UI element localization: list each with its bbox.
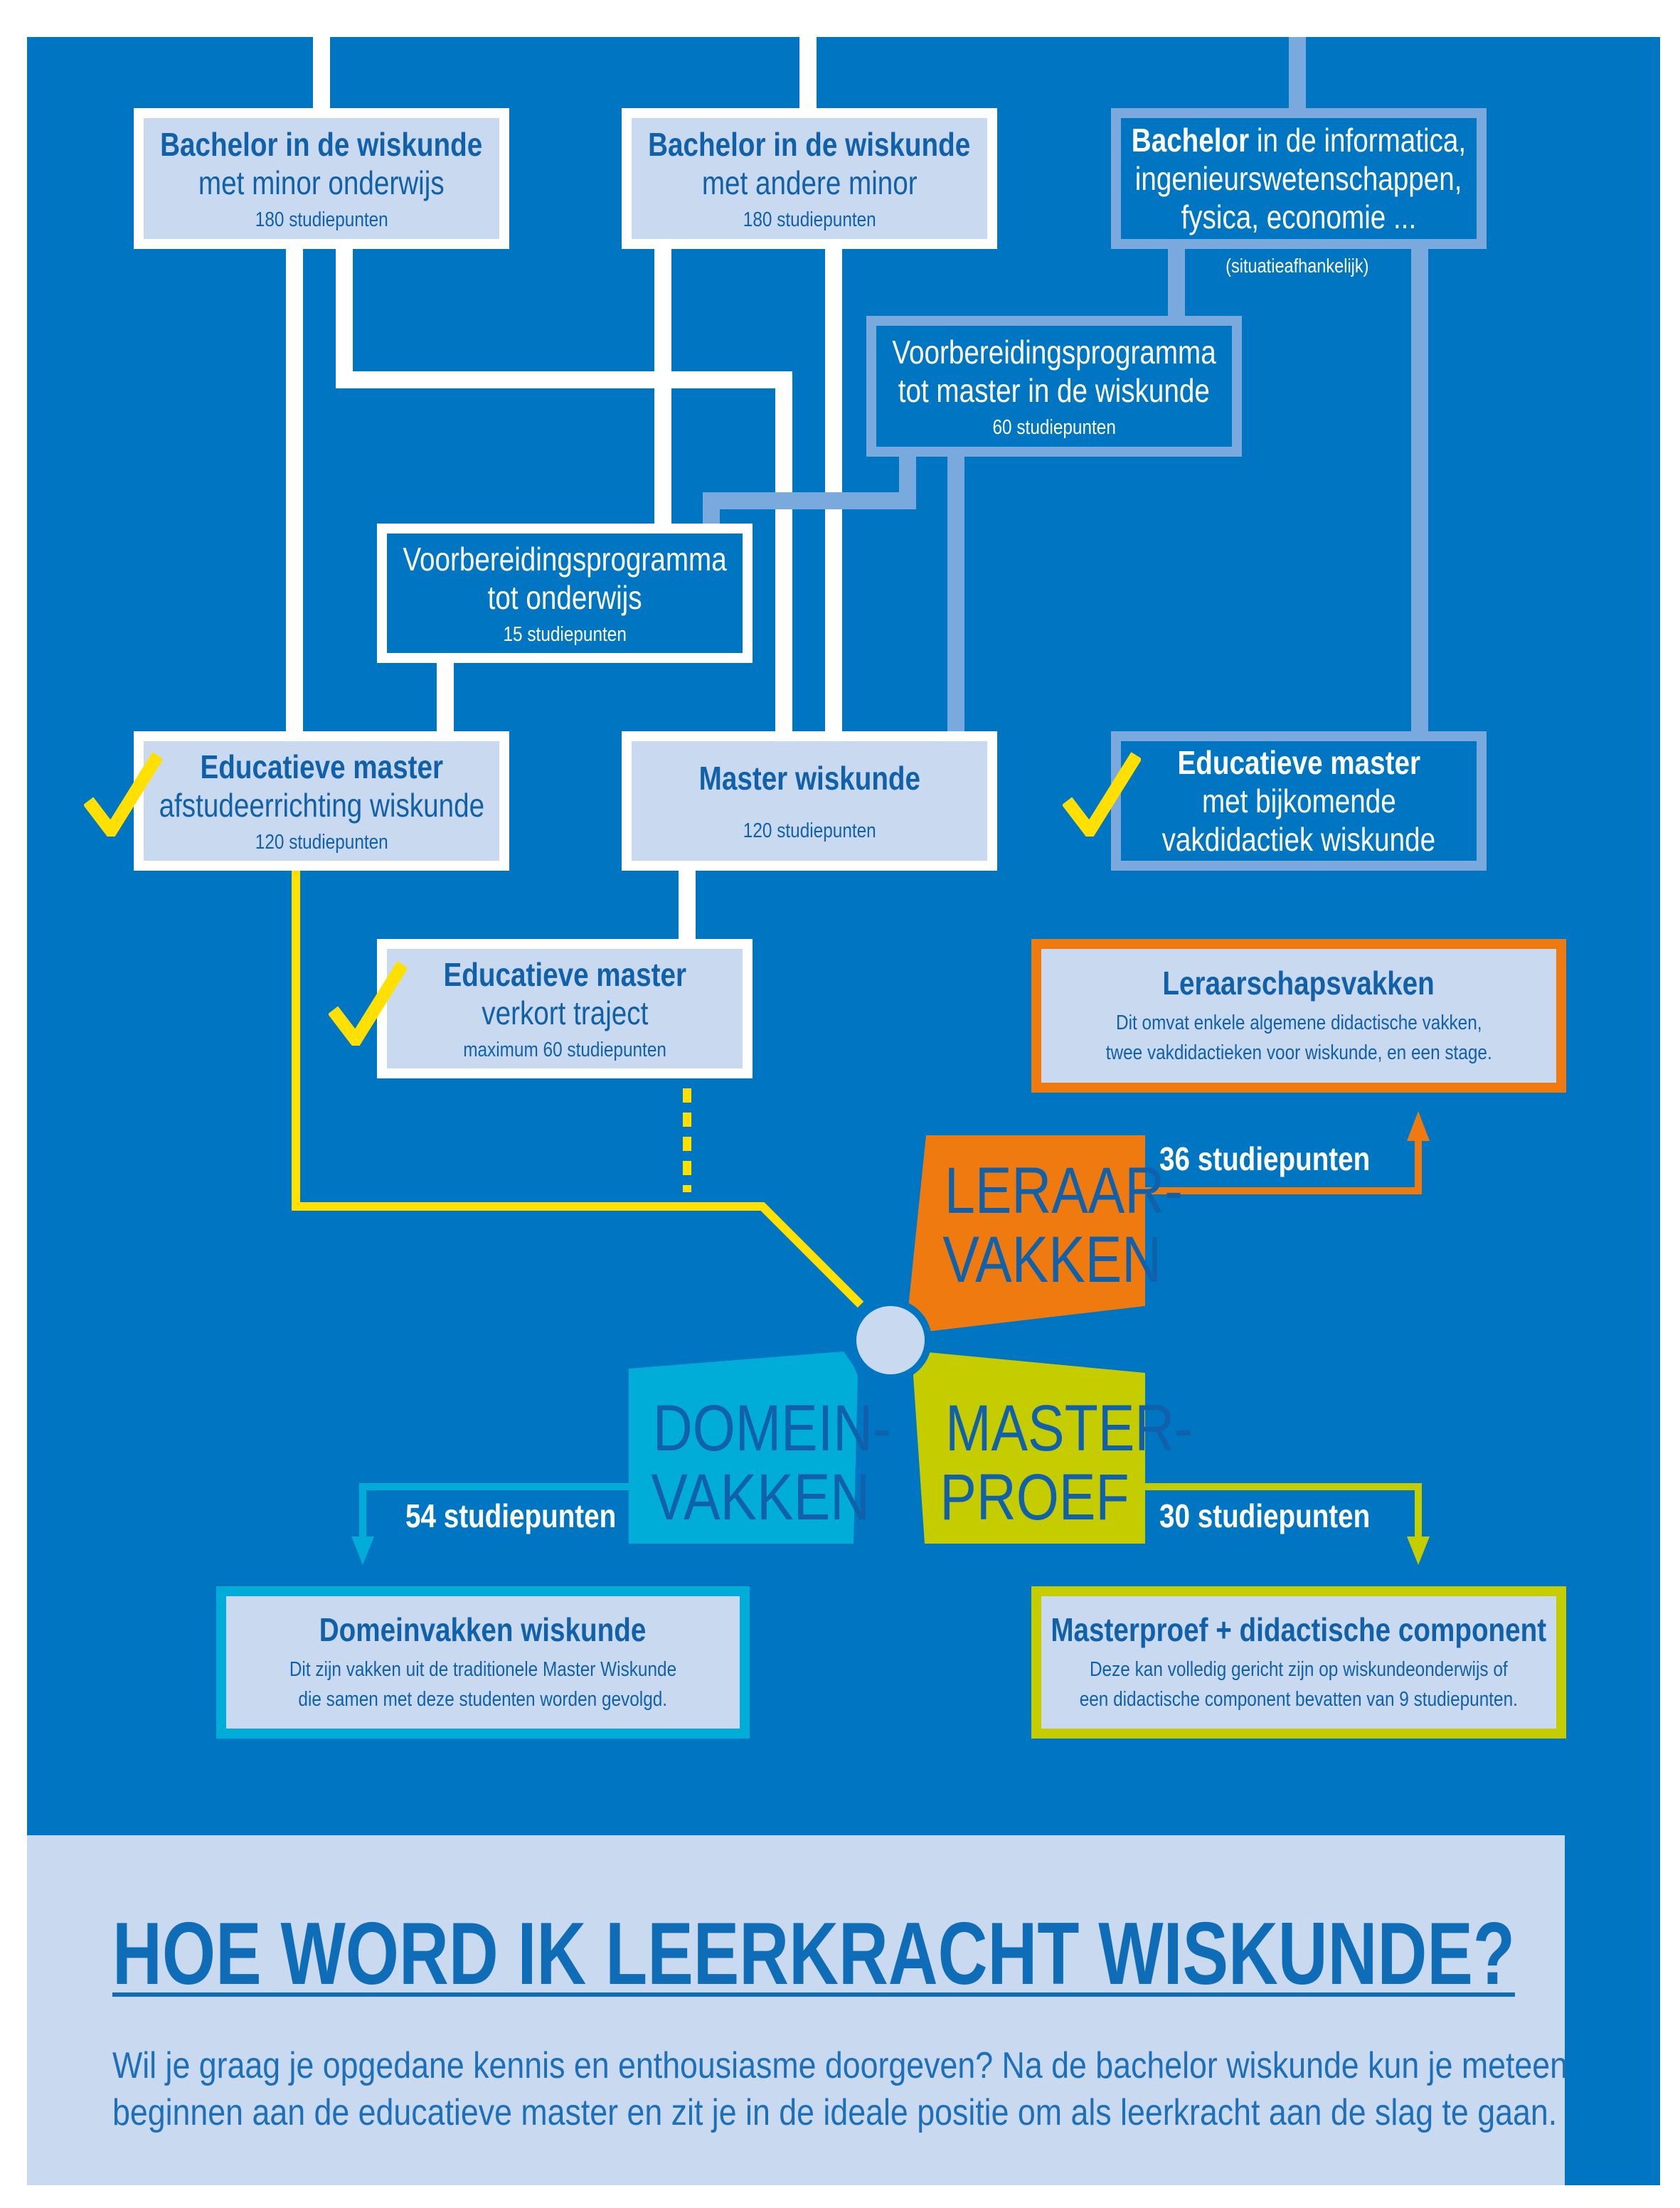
label-line1: LERAAR- bbox=[944, 1155, 1183, 1227]
bachelor-wiskunde-andere-minor-box: Bachelor in de wiskunde met andere minor… bbox=[622, 108, 997, 249]
box-line1: Bachelor in de informatica, bbox=[1132, 121, 1466, 159]
points-text: 30 studiepunten bbox=[1159, 1497, 1371, 1534]
box-title: Educatieve master bbox=[200, 748, 443, 785]
masterproef-box: Masterproef + didactische component Deze… bbox=[1031, 1586, 1566, 1739]
line-v1-v2 bbox=[703, 457, 916, 524]
box-line2: twee vakdidactieken voor wiskunde, en ee… bbox=[1105, 1041, 1492, 1065]
yellow-path bbox=[292, 871, 864, 1308]
note-text: (situatieafhankelijk) bbox=[1226, 255, 1369, 277]
intro-panel bbox=[27, 1835, 1565, 2185]
arrow-leraar bbox=[1145, 1131, 1422, 1194]
domeinvakken-shape bbox=[629, 1352, 858, 1544]
situatieafhankelijk-note: (situatieafhankelijk) bbox=[1155, 255, 1440, 277]
voorbereiding-onderwijs-box: Voorbereidingsprogramma tot onderwijs 15… bbox=[377, 524, 753, 663]
bachelor-wiskunde-minor-onderwijs-box: Bachelor in de wiskunde met minor onderw… bbox=[134, 108, 509, 249]
box-points: 180 studiepunten bbox=[743, 208, 876, 232]
box-subtitle: verkort traject bbox=[481, 994, 649, 1031]
box-points: 120 studiepunten bbox=[743, 819, 876, 843]
masterproef-label: MASTER- PROEF bbox=[922, 1394, 1193, 1534]
box-title-bold: Bachelor bbox=[1131, 121, 1250, 159]
box-subtitle: afstudeerrichting wiskunde bbox=[159, 786, 484, 824]
domeinvakken-box: Domeinvakken wiskunde Dit zijn vakken ui… bbox=[216, 1586, 750, 1739]
box-title-rest: in de informatica, bbox=[1249, 121, 1467, 159]
leraarvakken-shape bbox=[908, 1135, 1145, 1332]
label-line2: VAKKEN bbox=[942, 1223, 1162, 1296]
label-line2: PROEF bbox=[940, 1460, 1129, 1534]
arrow-domein bbox=[359, 1483, 629, 1545]
label-line2: VAKKEN bbox=[651, 1460, 871, 1534]
box-title: Domeinvakken wiskunde bbox=[319, 1610, 647, 1648]
box-line1: Voorbereidingsprogramma bbox=[403, 540, 727, 578]
domeinvakken-label: DOMEIN- VAKKEN bbox=[630, 1394, 890, 1532]
box-line3: vakdidactiek wiskunde bbox=[1161, 821, 1436, 859]
box-title: Bachelor in de wiskunde bbox=[648, 125, 971, 163]
label-line1: MASTER- bbox=[945, 1392, 1193, 1465]
box-title: Leraarschapsvakken bbox=[1162, 964, 1435, 1002]
points-text: 36 studiepunten bbox=[1159, 1140, 1371, 1177]
page-title: HOE WORD IK LEERKRACHT WISKUNDE? bbox=[112, 1905, 1515, 2003]
box-line2: die samen met deze studenten worden gevo… bbox=[298, 1688, 668, 1711]
checkmark-icon bbox=[329, 961, 407, 1046]
box-line1: Dit omvat enkele algemene didactische va… bbox=[1115, 1012, 1482, 1035]
box-title: Bachelor in de wiskunde bbox=[160, 125, 483, 163]
box-points: 180 studiepunten bbox=[255, 208, 388, 232]
masterproef-points: 30 studiepunten bbox=[1159, 1497, 1410, 1535]
leraarvakken-label: LERAAR- VAKKEN bbox=[922, 1157, 1183, 1294]
educatieve-master-verkort-box: Educatieve master verkort traject maximu… bbox=[377, 939, 753, 1078]
box-line1: Dit zijn vakken uit de traditionele Mast… bbox=[289, 1658, 677, 1682]
bachelor-andere-box: Bachelor in de informatica, ingenieurswe… bbox=[1111, 108, 1487, 249]
box-line3: fysica, economie ... bbox=[1181, 198, 1417, 236]
box-points: maximum 60 studiepunten bbox=[463, 1039, 666, 1062]
box-title: Master wiskunde bbox=[698, 759, 920, 797]
box-subtitle: met andere minor bbox=[701, 164, 918, 201]
box-title: Masterproef + didactische component bbox=[1051, 1610, 1547, 1648]
box-line2: ingenieurswetenschappen, bbox=[1135, 159, 1462, 197]
master-wiskunde-box: Master wiskunde 120 studiepunten bbox=[622, 731, 997, 871]
line-b1-mw bbox=[336, 249, 792, 731]
box-line2: tot master in de wiskunde bbox=[898, 371, 1211, 409]
box-title: Educatieve master bbox=[443, 955, 686, 993]
educatieve-master-afstudeerrichting-box: Educatieve master afstudeerrichting wisk… bbox=[134, 731, 509, 871]
masterproef-shape bbox=[913, 1352, 1145, 1544]
hub-circle-inner bbox=[856, 1306, 925, 1374]
leraarschapsvakken-box: Leraarschapsvakken Dit omvat enkele alge… bbox=[1031, 939, 1566, 1093]
box-line2: met bijkomende bbox=[1201, 782, 1396, 819]
arrow-masterproef-head bbox=[1407, 1536, 1430, 1565]
intro-line-1: Wil je graag je opgedane kennis en entho… bbox=[112, 2045, 1568, 2086]
box-title: Educatieve master bbox=[1177, 743, 1420, 781]
box-line1: Voorbereidingsprogramma bbox=[892, 333, 1216, 371]
box-points: 120 studiepunten bbox=[255, 831, 388, 854]
checkmark-icon bbox=[84, 752, 162, 837]
box-subtitle: met minor onderwijs bbox=[198, 164, 445, 201]
checkmark-icon bbox=[1063, 752, 1141, 837]
voorbereiding-master-box: Voorbereidingsprogramma tot master in de… bbox=[866, 316, 1242, 457]
educatieve-master-vakdidactiek-box: Educatieve master met bijkomende vakdida… bbox=[1111, 731, 1487, 871]
intro-line-2: beginnen aan de educatieve master en zit… bbox=[112, 2092, 1558, 2133]
domein-points: 54 studiepunten bbox=[405, 1497, 656, 1535]
label-line1: DOMEIN- bbox=[652, 1392, 891, 1465]
box-line1: Deze kan volledig gericht zijn op wiskun… bbox=[1090, 1658, 1508, 1682]
box-points: 15 studiepunten bbox=[503, 623, 627, 647]
arrow-domein-head bbox=[351, 1536, 374, 1565]
leraar-points: 36 studiepunten bbox=[1159, 1140, 1410, 1178]
arrow-leraar-head bbox=[1407, 1111, 1430, 1141]
box-line2: tot onderwijs bbox=[487, 578, 642, 616]
points-text: 54 studiepunten bbox=[405, 1497, 617, 1534]
box-line2: een didactische component bevatten van 9… bbox=[1079, 1688, 1519, 1711]
arrow-masterproef bbox=[1145, 1483, 1422, 1545]
box-points: 60 studiepunten bbox=[992, 416, 1116, 440]
